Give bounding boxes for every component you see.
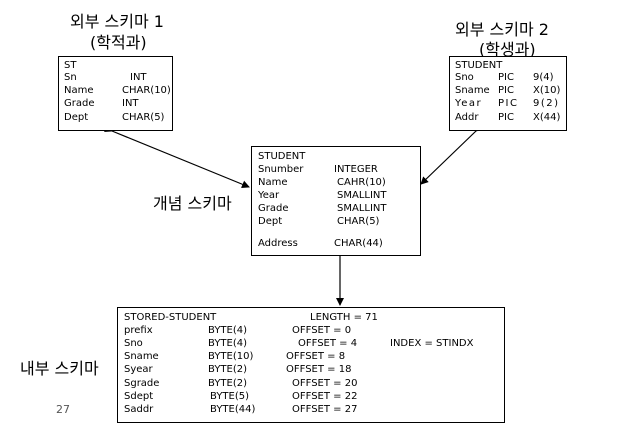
external-schema-1-title: 외부 스키마 1 <box>70 12 164 31</box>
external-schema-2-header: STUDENT <box>455 60 503 71</box>
internal-schema-box: STORED-STUDENT LENGTH = 71 prefix BYTE(4… <box>117 307 505 423</box>
external-schema-2-title: 외부 스키마 2 <box>455 20 549 39</box>
internal-schema-index: INDEX = STINDX <box>390 338 474 349</box>
conceptual-schema-label: 개념 스키마 <box>153 194 232 213</box>
external-schema-1-subtitle: (학적과) <box>90 33 147 52</box>
page-number: 27 <box>56 403 70 416</box>
external-schema-2-subtitle: (학생과) <box>479 40 536 59</box>
conceptual-schema-header: STUDENT <box>258 151 306 162</box>
external-schema-1-header: ST <box>64 60 77 71</box>
internal-schema-label: 내부 스키마 <box>20 359 99 378</box>
arrow-external2-to-conceptual <box>420 123 484 185</box>
arrow-external1-to-conceptual <box>104 124 250 189</box>
